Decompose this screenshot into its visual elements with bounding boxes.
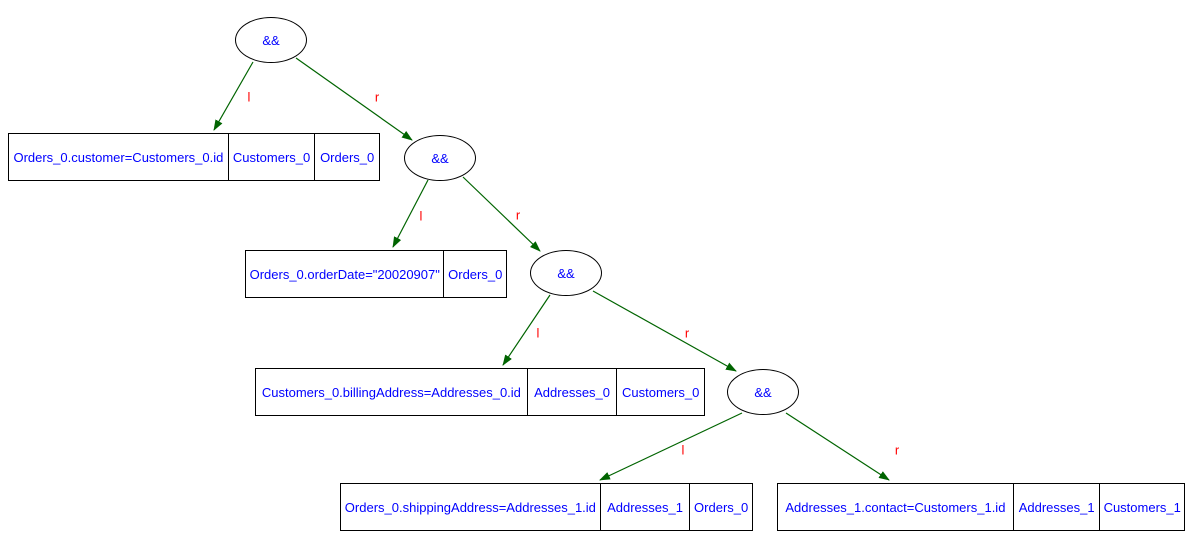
leaf-cell-predicate: Orders_0.customer=Customers_0.id	[13, 149, 224, 165]
edge-label-left: l	[247, 89, 251, 105]
leaf-cell-relation: Customers_0	[227, 134, 315, 180]
and-node-label: &&	[431, 150, 449, 166]
edge-label-right: r	[515, 207, 521, 223]
leaf-cell-relation: Addresses_1	[599, 484, 690, 530]
edge-label-right: r	[894, 442, 900, 458]
edge-n1-leaf1	[213, 61, 254, 131]
edge-label-left: l	[681, 442, 685, 458]
leaf-cell-predicate: Addresses_1.contact=Customers_1.id	[785, 499, 1006, 515]
edge-n2-leaf2	[392, 179, 429, 248]
edge-n4-leaf4	[599, 412, 743, 481]
edge-label-right: r	[684, 325, 690, 341]
leaf-cell-relation: Addresses_1	[1012, 484, 1100, 530]
edge-label-right: r	[374, 89, 380, 105]
edge-n1-n2	[295, 57, 413, 141]
edge-n2-n3	[462, 176, 541, 252]
leaf-node-5: Addresses_1.contact=Customers_1.id Addre…	[777, 483, 1185, 531]
leaf-cell-predicate: Orders_0.orderDate="20020907"	[249, 266, 440, 282]
leaf-cell-relation: Customers_1	[1099, 484, 1184, 530]
and-node-label: &&	[557, 265, 575, 281]
leaf-cell-predicate: Customers_0.billingAddress=Addresses_0.i…	[261, 384, 521, 400]
leaf-node-4: Orders_0.shippingAddress=Addresses_1.id …	[340, 483, 753, 531]
and-node-label: &&	[262, 32, 280, 48]
edge-n4-leaf5	[785, 412, 890, 481]
leaf-node-2: Orders_0.orderDate="20020907" Orders_0	[245, 250, 507, 298]
and-node-root: &&	[235, 17, 307, 63]
and-node-2: &&	[404, 135, 476, 181]
leaf-cell-relation: Orders_0	[314, 134, 379, 180]
edge-n3-n4	[592, 290, 737, 372]
and-node-4: &&	[727, 369, 799, 415]
edge-label-left: l	[419, 208, 423, 224]
leaf-node-1: Orders_0.customer=Customers_0.id Custome…	[8, 133, 380, 181]
leaf-cell-relation: Orders_0	[689, 484, 752, 530]
leaf-node-3: Customers_0.billingAddress=Addresses_0.i…	[255, 368, 705, 416]
leaf-cell-relation: Orders_0	[443, 251, 506, 297]
edge-n3-leaf3	[502, 294, 551, 366]
and-node-3: &&	[530, 250, 602, 296]
edge-label-left: l	[536, 325, 540, 341]
leaf-cell-relation: Customers_0	[616, 369, 704, 415]
and-node-label: &&	[754, 384, 772, 400]
leaf-cell-relation: Addresses_0	[526, 369, 617, 415]
leaf-cell-predicate: Orders_0.shippingAddress=Addresses_1.id	[344, 499, 596, 515]
